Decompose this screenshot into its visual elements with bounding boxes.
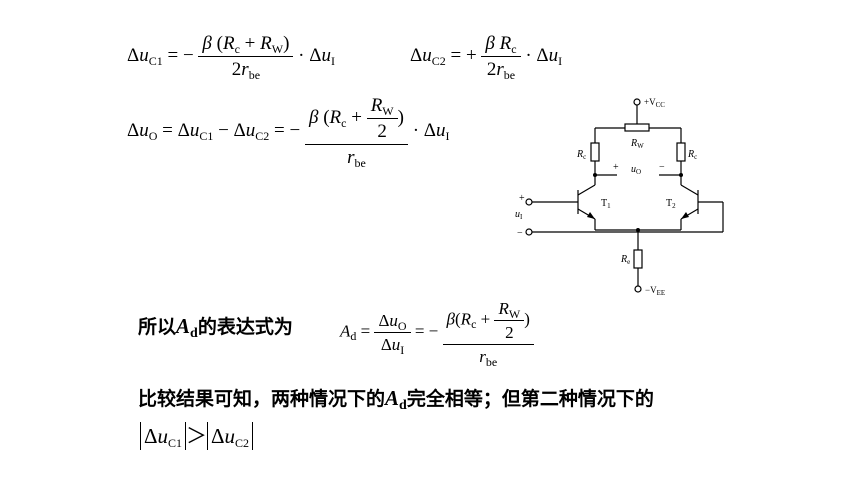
differential-amplifier-circuit: +VCC RW Rc Rc + − uO + uI − T1 T2 Re −VE… [515,97,724,297]
vee-label: −VEE [645,285,665,297]
ui-minus: − [517,228,523,239]
text-comparison: 比较结果可知，两种情况下的Ad完全相等；但第二种情况下的 [138,386,654,413]
rc-right-label: Rc [687,149,697,161]
ui-label: uI [515,209,523,221]
abs-uc1: ΔuC1 [140,422,187,450]
formula-delta-uc1: ΔuC1 = − β (Rc + RW) 2rbe · ΔuI [127,33,335,82]
rc-left-label: Rc [576,149,586,161]
fraction-uo-ui: ΔuO ΔuI [374,312,411,356]
fraction: β Rc 2rbe [481,34,521,81]
uo-plus: + [613,162,619,173]
fraction: β (Rc + RW) 2rbe [198,34,294,81]
abs-uc2: ΔuC2 [207,422,254,450]
uo-minus: − [659,162,665,173]
formula-inequality: ΔuC1＞ΔuC2 [140,422,254,450]
text-ad-expression: 所以Ad的表达式为 [138,314,293,341]
uo-label: uO [631,164,641,176]
t2-label: T2 [666,198,676,210]
formula-delta-uc2: ΔuC2 = + β Rc 2rbe · ΔuI [410,33,563,82]
rw-label: RW [630,138,644,150]
re-label: Re [620,254,630,266]
t1-label: T1 [601,198,611,210]
vcc-label: +VCC [644,97,665,109]
ui-plus: + [519,193,525,204]
